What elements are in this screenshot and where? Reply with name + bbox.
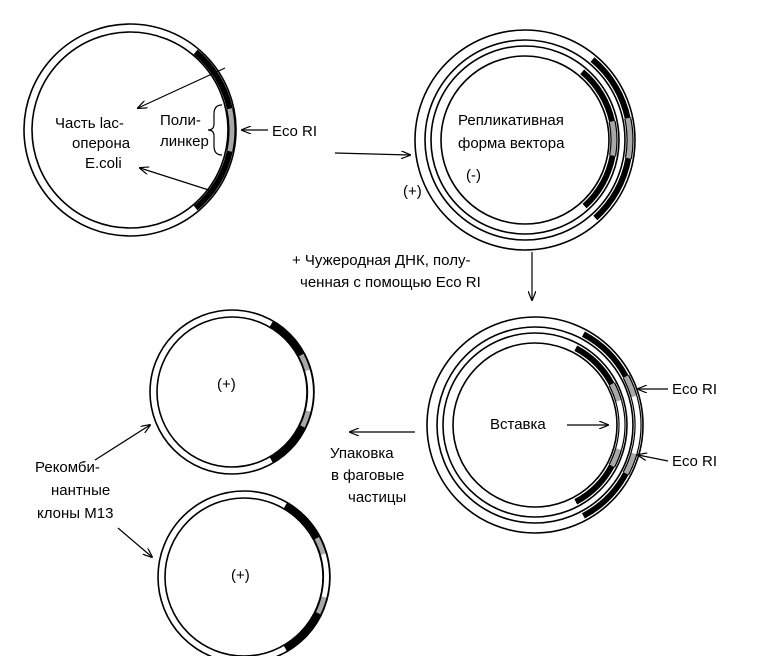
insert-label: Вставка [490, 416, 546, 433]
recombinant-rf-segments [574, 331, 642, 519]
clone-2-black-1 [283, 503, 320, 540]
foreign-dna-label-2: ченная с помощью Eco RI [300, 274, 481, 291]
clone-2-gray-2 [315, 596, 327, 615]
rrf-inner-insert-edge-1 [615, 401, 620, 449]
rf-inner-black-2 [582, 154, 616, 209]
rf-outer-gray-edge-1 [624, 118, 628, 158]
rrf-outer-gray-1 [623, 375, 637, 398]
rrf-inner-black-1 [574, 345, 615, 386]
rrf-inner-black-2 [574, 464, 615, 505]
lac-part-label-3: E.coli [85, 155, 122, 172]
rf-outer-black-1 [590, 57, 631, 119]
clone-1-insert [304, 369, 314, 412]
rrf-outer-gray-1-edge-1 [622, 377, 632, 398]
lac-part-label-2: оперона [72, 135, 131, 152]
clone-1-plus-label: (+) [217, 376, 236, 393]
rf-inner-gray [609, 120, 617, 157]
clone-1-gray-1-edge-1 [298, 356, 306, 372]
rf-inner-gray-edge-1 [608, 121, 612, 156]
packaging-label-1: Упаковка [330, 445, 394, 462]
rrf-outer-black-1 [581, 331, 629, 379]
clone-1-insert-edge-1 [304, 371, 309, 411]
recombinant-label-1: Рекомби- [35, 459, 100, 476]
polylinker-segment-edge-2 [232, 108, 236, 152]
clone-2-insert [320, 553, 330, 598]
clone-1-gray-2-edge-1 [299, 410, 306, 426]
rf-outer-gray [624, 117, 633, 159]
rrf-outer-insert-edge-1 [630, 397, 636, 453]
lac-segment-top [193, 49, 233, 110]
rrf-outer-gray-2-edge-1 [622, 452, 632, 473]
clone-1-black-2 [269, 425, 306, 463]
rrf-inner-gray-2-edge-1 [608, 448, 617, 465]
lac-operon-arrow-bottom [140, 168, 216, 193]
clone-circle-2 [157, 490, 331, 656]
rf-inner-gray-edge-2 [614, 120, 618, 157]
rrf-inner-gray-2 [609, 448, 622, 468]
replicative-segments [580, 57, 634, 221]
polylinker-label-1: Поли- [160, 112, 201, 129]
rrf-outer-black-2 [581, 471, 629, 519]
clone-1-gray-1-edge-2 [303, 353, 311, 370]
clone-1-black-1 [269, 321, 304, 357]
clone-2-gray-1-edge-2 [318, 536, 327, 554]
polylinker-bracket [207, 104, 223, 156]
lac-part-label-1: Часть lac- [55, 115, 124, 132]
ecori-label-bottom: Eco RI [672, 453, 717, 470]
clone-2-gray-1 [314, 536, 327, 556]
ecori-label-1: Eco RI [272, 123, 317, 140]
polylinker-segment-edge-1 [226, 109, 230, 151]
polylinker-segment [226, 108, 236, 152]
recombinant-label-3: клоны М13 [37, 505, 113, 522]
rrf-inner-gray-1 [609, 382, 622, 402]
clone-2-segments [283, 503, 331, 651]
flow-arrow-to-replicative [334, 153, 410, 155]
clone-1-gray-2 [299, 410, 312, 428]
recombinant-label-2: нантные [51, 482, 110, 499]
rf-inner-black-1 [580, 69, 616, 123]
clone-circle-1 [149, 309, 315, 475]
rrf-outer-gray-1-edge-2 [628, 374, 638, 396]
polylinker-label-2: линкер [160, 133, 209, 150]
recombinant-arrow-top [94, 425, 150, 461]
rrf-inner-insert [615, 400, 625, 450]
clone-2-insert-edge-1 [319, 554, 325, 597]
rrf-inner-gray-1-edge-1 [608, 385, 617, 402]
clone-1-segments [269, 321, 315, 463]
rrf-inner-gray-2-edge-2 [613, 449, 623, 468]
clone-2-plus-label: (+) [231, 567, 250, 584]
recombinant-rf-circle [426, 316, 644, 534]
clone-2-insert-edge-2 [325, 553, 331, 598]
packaging-label-2: в фаговые [331, 467, 404, 484]
clone-1-gray-1 [298, 353, 311, 372]
clone-2-black-2 [283, 611, 321, 651]
replicative-label-1: Репликативная [458, 112, 564, 129]
rf-outer-gray-edge-2 [630, 117, 634, 159]
vector-segments [193, 49, 236, 211]
packaging-label-3: частицы [348, 489, 406, 506]
lac-segment-bottom [193, 150, 233, 211]
foreign-dna-label-1: + Чужеродная ДНК, полу- [292, 252, 470, 269]
clone-1-insert-edge-2 [309, 369, 315, 412]
recombinant-arrow-bottom [117, 527, 152, 557]
ecori-arrow-bottom [638, 455, 669, 462]
rrf-outer-insert-edge-2 [636, 395, 642, 455]
lac-operon-arrow-top [138, 67, 226, 108]
rrf-inner-insert-edge-2 [620, 400, 626, 450]
replicative-label-2: форма вектора [458, 135, 565, 152]
rf-outer-black-2 [593, 157, 632, 221]
rrf-inner-gray-1-edge-2 [613, 382, 623, 401]
clone-1-gray-2-edge-2 [304, 411, 312, 428]
vector-circle [23, 23, 237, 237]
rrf-outer-insert [631, 395, 641, 455]
plus-strand-label: (+) [403, 183, 422, 200]
rrf-outer-gray-2 [623, 452, 637, 475]
clone-2-gray-1-edge-1 [313, 539, 321, 556]
minus-strand-label: (-) [466, 167, 481, 184]
ecori-label-top: Eco RI [672, 381, 717, 398]
replicative-form-circle [414, 29, 636, 251]
